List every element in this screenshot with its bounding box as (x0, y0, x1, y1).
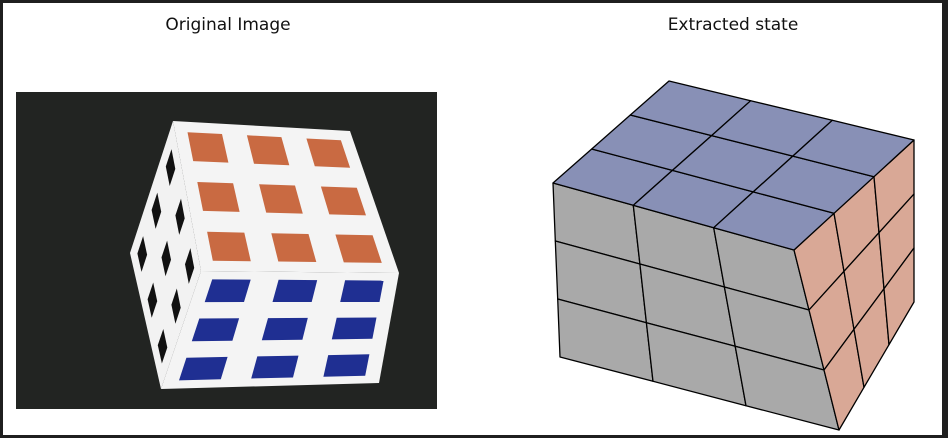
photo-left-sticker (137, 236, 148, 272)
figure-canvas: Original Image Extracted state (3, 3, 942, 435)
photo-front-sticker (204, 279, 251, 303)
photo-left-sticker (165, 149, 176, 186)
photo-top-sticker (335, 234, 382, 263)
photo-top-sticker (306, 138, 351, 168)
photo-front-sticker (331, 317, 377, 340)
photo-left-sticker (151, 192, 162, 229)
rubiks-cube-photo (130, 121, 399, 389)
cube-top-sticker (792, 119, 915, 178)
photo-front-sticker (179, 356, 228, 381)
original-image-photo (16, 92, 437, 409)
left-panel-title: Original Image (165, 15, 291, 35)
extracted-cube-render (552, 80, 915, 431)
photo-top-sticker (187, 132, 229, 163)
right-panel-title: Extracted state (667, 15, 799, 35)
photo-front-sticker (191, 318, 240, 342)
figure-svg (16, 80, 915, 431)
photo-left-sticker (161, 240, 171, 277)
photo-top-sticker (259, 184, 303, 214)
photo-front-sticker (323, 354, 370, 377)
cube-right-sticker (883, 247, 915, 346)
photo-front-sticker (251, 355, 299, 379)
photo-front-sticker (272, 279, 318, 302)
photo-left-sticker (185, 248, 195, 284)
photo-top-sticker (320, 186, 366, 216)
photo-left-sticker (157, 329, 168, 364)
photo-top-sticker (197, 182, 240, 212)
photo-front-sticker (261, 317, 308, 341)
photo-top-sticker (271, 233, 317, 262)
photo-left-sticker (147, 282, 158, 318)
photo-top-sticker (246, 135, 290, 166)
photo-top-sticker (207, 231, 251, 262)
photo-left-sticker (175, 198, 185, 235)
photo-front-sticker (340, 280, 384, 302)
photo-left-sticker (171, 288, 181, 324)
